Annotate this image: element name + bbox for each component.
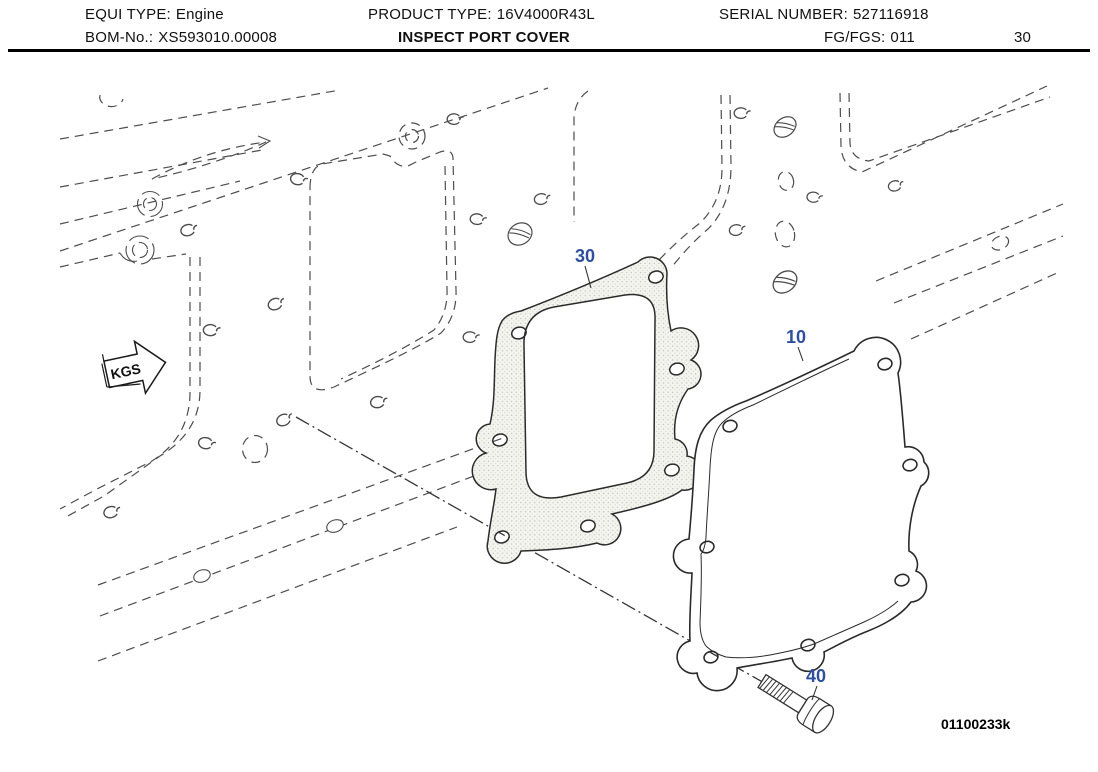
serial-number-label: SERIAL NUMBER: [719,6,848,23]
hex-bolt [757,673,835,734]
callout-10-leader [797,346,804,362]
engine-block-outline [59,85,1064,662]
block-boss [125,122,426,265]
cover-edge-thickness [699,358,899,659]
fg-fgs-label: FG/FGS: [824,29,886,46]
block-hole-column [768,111,802,299]
fg-fgs-value: 011 [890,29,915,46]
page-title: INSPECT PORT COVER [398,29,570,46]
equi-type-value: Engine [175,6,224,23]
equi-type: EQUI TYPE:Engine [85,6,224,23]
callout-40-leader [811,685,818,701]
block-port-opening [309,150,457,391]
header-divider [8,49,1090,52]
product-type-label: PRODUCT TYPE: [368,6,492,23]
callouts: 30 10 40 [575,246,826,701]
serial-number-value: 527116918 [852,6,929,23]
bom-no-label: BOM-No.: [85,29,154,46]
callout-gasket[interactable]: 30 [575,246,595,266]
kgs-label: KGS [109,360,142,382]
callout-30-leader [584,265,592,289]
bom-no: BOM-No.:XS593010.00008 [85,29,277,46]
equi-type-label: EQUI TYPE: [85,6,171,23]
kgs-marker: KGS [101,339,167,396]
product-type: PRODUCT TYPE:16V4000R43L [368,6,595,23]
sheet-number: 30 [1014,29,1032,46]
fg-fgs: FG/FGS:011 [824,29,915,46]
block-rib [151,141,267,180]
inspect-port-cover [672,336,930,692]
product-type-value: 16V4000R43L [496,6,595,23]
callout-bolt[interactable]: 40 [806,666,826,686]
block-bottom-ribs [97,437,507,662]
block-corner-arc [99,94,124,108]
drawing-number: 01100233k [941,716,1011,732]
serial-number: SERIAL NUMBER:527116918 [719,6,929,23]
callout-cover[interactable]: 10 [786,327,806,347]
gasket [471,256,703,564]
bom-no-value: XS593010.00008 [158,29,278,46]
block-hole-boss [507,222,533,246]
